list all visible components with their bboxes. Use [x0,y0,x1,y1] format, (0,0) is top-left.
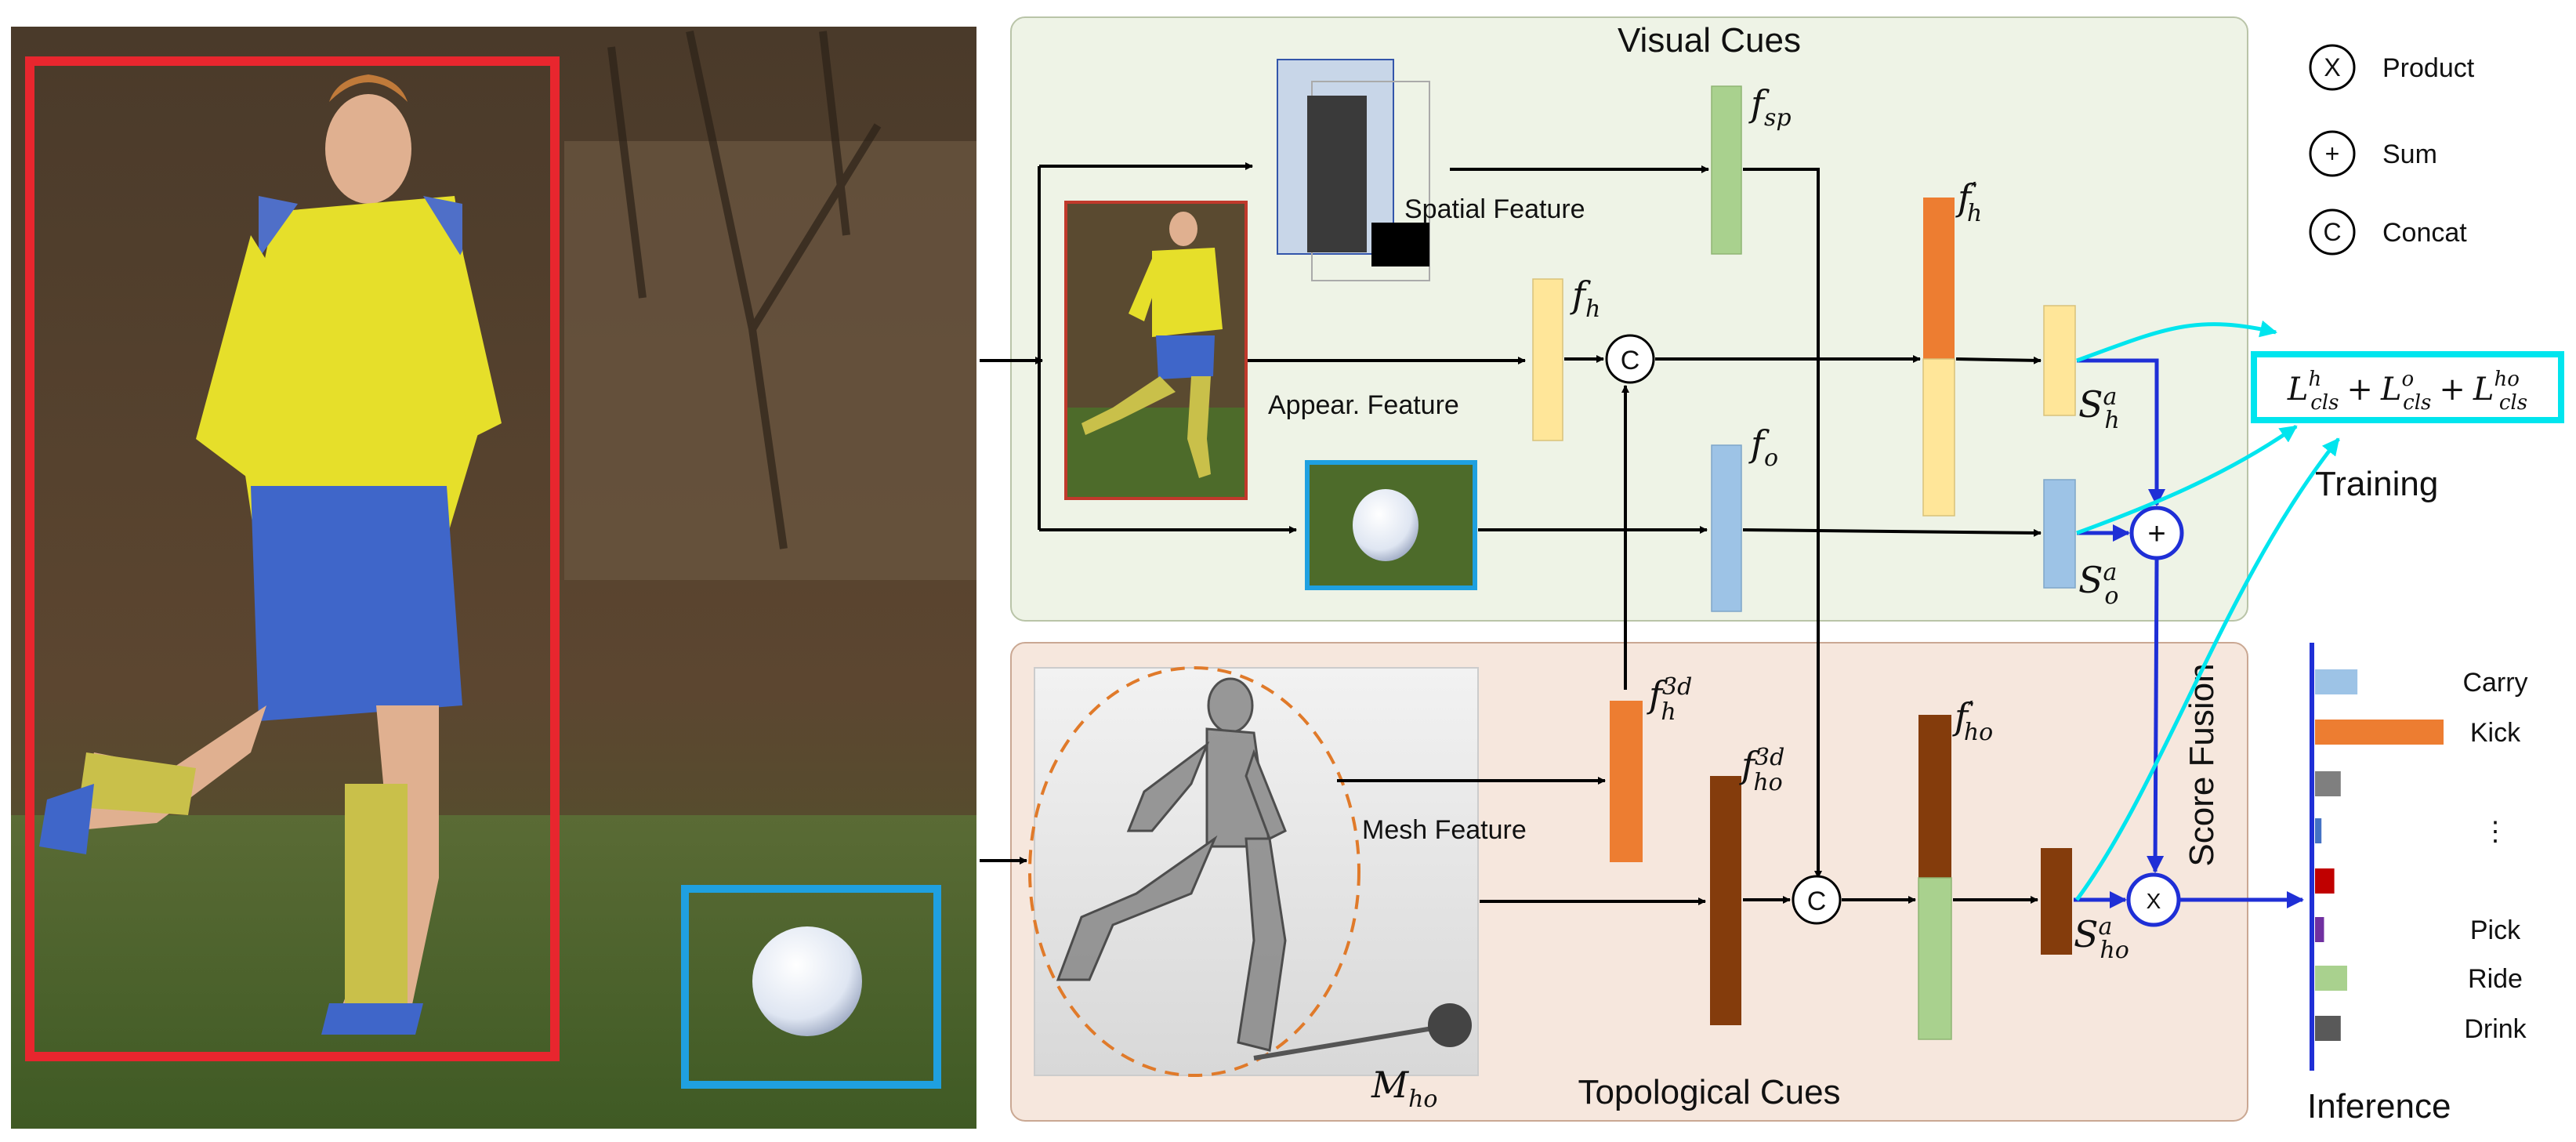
inference-bar-5 [2315,917,2324,942]
legend-product-label: Product [2382,53,2475,83]
inference-bar-0 [2315,669,2357,694]
topological-cues-title: Topological Cues [1578,1073,1840,1111]
f-h-3d-bar [1610,701,1643,862]
f-ho-prime-top [1918,715,1951,878]
loss-term-human-sup: h [2308,368,2321,391]
inference-label-7: Drink [2464,1014,2527,1044]
input-photo [11,27,976,1129]
human-crop-image [1066,202,1246,498]
arrow-sum-to-product [2155,560,2157,872]
f-h-prime-top [1923,198,1955,359]
inference-bar-2 [2315,771,2341,796]
legend-concat-label: Concat [2382,218,2467,248]
spatial-feature-label: Spatial Feature [1404,194,1585,224]
inference-bar-7 [2315,1016,2341,1041]
training-label: Training [2315,465,2438,503]
loss-term-object-sub: cls [2403,391,2431,415]
f-sp-bar [1712,86,1741,254]
loss-term-object: L [2380,372,2402,408]
arrow-fhprime-to-sh [1956,359,2041,361]
visual-cues-title: Visual Cues [1618,21,1801,60]
inference-bar-3 [2315,818,2321,843]
sum-symbol: + [2147,517,2165,551]
s-o-bar [2044,480,2075,588]
f-h-bar [1533,279,1563,440]
f-o-bar [1712,445,1741,611]
f-ho-prime-bottom [1918,878,1951,1039]
appearance-feature-label: Appear. Feature [1268,390,1459,420]
ball [752,926,862,1036]
loss-term-interaction: L [2473,372,2494,408]
inference-label-6: Ride [2468,964,2523,994]
loss-term-human-sub: cls [2310,391,2339,415]
concat-symbol-topological: C [1807,886,1827,916]
loss-term-human: L [2287,372,2309,408]
loss-term-interaction-sub: cls [2499,391,2527,415]
loss-plus-1: + [2346,372,2373,408]
mesh-image [1030,668,1478,1075]
f-ho-3d-bar [1710,776,1741,1025]
inference-label-0: Carry [2462,668,2527,698]
product-symbol: X [2147,889,2161,913]
inference-label-3: ⋮ [2482,817,2509,847]
inference-bar-4 [2315,868,2335,894]
inference-bar-1 [2315,720,2444,745]
concat-symbol-visual: C [1621,346,1640,375]
object-crop-image [1307,462,1475,588]
loss-term-interaction-sup: ho [2494,368,2519,391]
s-ho-bar [2041,848,2072,955]
loss-term-object-sup: o [2402,368,2415,391]
legend-sum-label: Sum [2382,140,2437,169]
mesh-feature-label: Mesh Feature [1362,815,1527,845]
inference-label: Inference [2307,1087,2451,1126]
loss-plus-2: + [2439,372,2465,408]
inference-bar-6 [2315,966,2347,991]
legend-concat-symbol: C [2323,218,2341,246]
s-h-bar [2044,306,2075,415]
inference-label-5: Pick [2470,915,2521,945]
legend-sum-symbol: + [2325,140,2340,168]
f-h-prime-bottom [1923,359,1955,516]
inference-label-1: Kick [2470,718,2521,748]
legend-product-symbol: X [2324,53,2340,82]
